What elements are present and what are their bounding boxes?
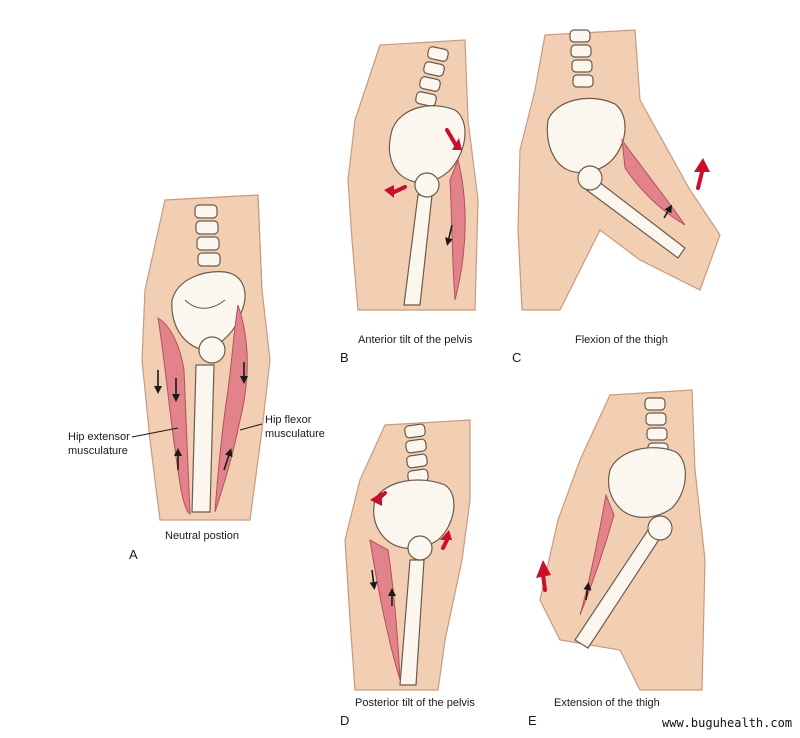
hip-flexor-muscle — [449, 158, 466, 301]
pelvis — [388, 105, 466, 183]
panel-e-caption: Extension of the thigh — [554, 697, 660, 709]
panel-b-letter: B — [340, 350, 349, 365]
hip-extensor-label: Hip extensor musculature — [68, 431, 130, 457]
femur — [191, 364, 215, 513]
panel-c-illustration — [517, 29, 721, 311]
panel-d-caption: Posterior tilt of the pelvis — [355, 697, 475, 709]
hip-flexor-label: Hip flexor musculature — [265, 414, 325, 440]
hip-flexor-muscle — [621, 138, 686, 226]
spine — [194, 204, 221, 267]
panel-b-caption: Anterior tilt of the pelvis — [358, 334, 473, 346]
panel-a-illustration — [131, 194, 271, 521]
panel-e-illustration — [536, 389, 706, 691]
panel-b-illustration — [347, 39, 479, 311]
panel-c-caption: Flexion of the thigh — [575, 334, 668, 346]
watermark-text: www.buguhealth.com — [662, 716, 793, 730]
panel-c-letter: C — [512, 350, 522, 365]
spine — [404, 423, 429, 484]
panel-d-letter: D — [340, 713, 350, 728]
pelvis — [546, 97, 626, 174]
pelvis — [373, 479, 455, 550]
hip-extensor-muscle — [157, 317, 191, 515]
panel-a-letter: A — [129, 547, 138, 562]
pelvis — [607, 447, 686, 518]
panel-a-caption: Neutral postion — [165, 530, 239, 542]
panel-d-illustration — [344, 419, 471, 691]
spine — [569, 29, 594, 88]
panel-e-letter: E — [528, 713, 537, 728]
spine — [415, 46, 449, 107]
